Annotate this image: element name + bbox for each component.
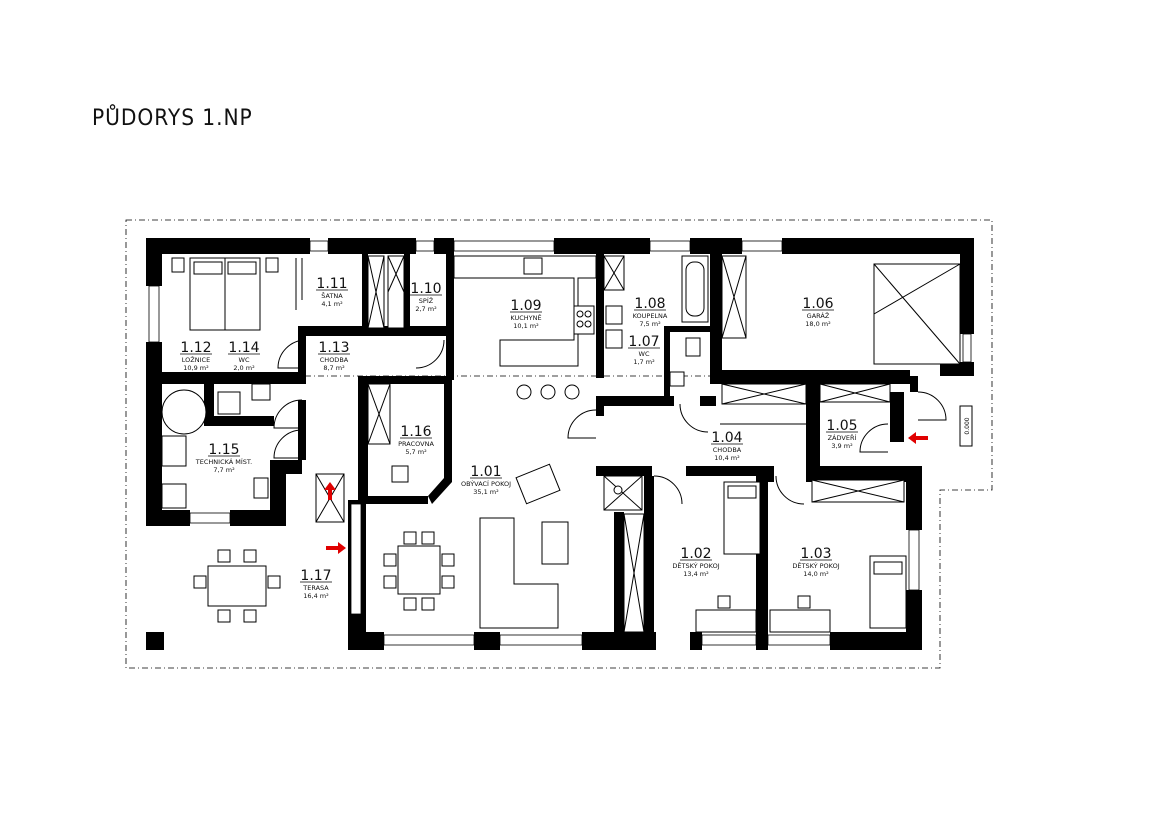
room-number: 1.01 <box>470 464 501 480</box>
room-name: WC <box>239 356 250 364</box>
room-number: 1.08 <box>634 296 665 312</box>
room-area: 4,1 m² <box>321 300 343 308</box>
room-area: 5,7 m² <box>405 448 427 456</box>
room-number: 1.10 <box>410 281 441 297</box>
room-name: LOŽNICE <box>182 355 210 364</box>
room-area: 13,4 m² <box>683 570 709 578</box>
room-area: 16,4 m² <box>303 592 329 600</box>
windows <box>148 240 972 646</box>
room-number: 1.04 <box>711 430 742 446</box>
room-name: OBÝVACÍ POKOJ <box>461 479 511 488</box>
room-name: GARÁŽ <box>807 311 830 320</box>
room-name: CHODBA <box>713 446 742 454</box>
room-number: 1.03 <box>800 546 831 562</box>
room-name: PRACOVNA <box>398 440 434 448</box>
room-number: 1.11 <box>316 276 347 292</box>
room-number: 1.12 <box>180 340 211 356</box>
room-number: 1.02 <box>680 546 711 562</box>
room-number: 1.09 <box>510 298 541 314</box>
walls <box>146 238 974 650</box>
room-area: 7,5 m² <box>639 320 661 328</box>
room-name: CHODBA <box>320 356 349 364</box>
room-name: ŠATNA <box>321 291 343 300</box>
room-area: 3,9 m² <box>831 442 853 450</box>
room-area: 18,0 m² <box>805 320 831 328</box>
terrace-arrow-icon <box>326 542 346 554</box>
room-area: 1,7 m² <box>633 358 655 366</box>
room-area: 10,4 m² <box>714 454 740 462</box>
room-number: 1.16 <box>400 424 431 440</box>
room-area: 2,7 m² <box>415 305 437 313</box>
room-name: KUCHYNĚ <box>510 313 541 322</box>
room-area: 7,7 m² <box>213 466 235 474</box>
room-name: ZÁDVEŘÍ <box>828 433 857 442</box>
room-name: KOUPELNA <box>633 312 668 320</box>
room-number: 1.07 <box>628 334 659 350</box>
room-area: 10,9 m² <box>183 364 209 372</box>
room-name: TERASA <box>302 584 329 592</box>
room-number: 1.14 <box>228 340 259 356</box>
room-area: 2,0 m² <box>233 364 255 372</box>
room-name: WC <box>639 350 650 358</box>
room-number: 1.17 <box>300 568 331 584</box>
room-area: 8,7 m² <box>323 364 345 372</box>
room-number: 1.13 <box>318 340 349 356</box>
room-name: DĚTSKÝ POKOJ <box>672 561 719 570</box>
entrance-arrow-icon <box>908 432 928 444</box>
site-boundary <box>125 219 993 669</box>
room-area: 14,0 m² <box>803 570 829 578</box>
room-number: 1.15 <box>208 442 239 458</box>
level-marker: 0.000 <box>964 417 971 434</box>
room-area: 10,1 m² <box>513 322 539 330</box>
furniture <box>161 255 973 633</box>
staircase-arrow-icon <box>324 482 336 500</box>
drawing-title: PŮDORYS 1.NP <box>92 106 253 131</box>
room-name: SPÍŽ <box>419 296 434 305</box>
room-number: 1.05 <box>826 418 857 434</box>
room-area: 35,1 m² <box>473 488 499 496</box>
doors <box>273 339 947 505</box>
room-name: DĚTSKÝ POKOJ <box>792 561 839 570</box>
room-number: 1.06 <box>802 296 833 312</box>
room-name: TECHNICKÁ MÍST. <box>195 457 252 466</box>
